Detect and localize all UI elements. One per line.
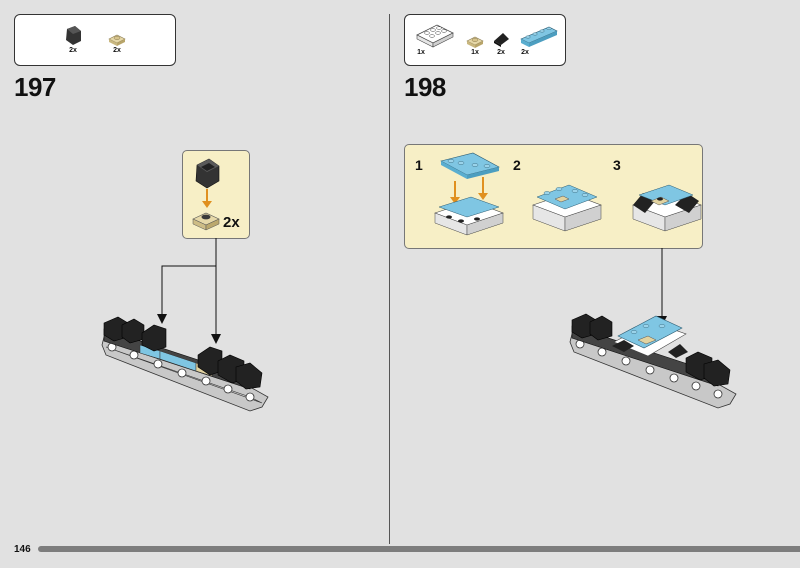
- part-qty: 2x: [497, 49, 505, 56]
- part-qty: 2x: [113, 47, 121, 54]
- tread-assembly-model: [569, 313, 737, 409]
- azure-plate-part-icon: [520, 26, 558, 47]
- part-qty: 2x: [69, 47, 77, 54]
- tread-assembly-model: [101, 316, 269, 412]
- tan-plate-part-icon: [108, 34, 126, 46]
- part-qty: 1x: [417, 49, 425, 56]
- page-progress-bar: [38, 546, 800, 552]
- part-qty: 2x: [521, 49, 529, 56]
- page-number: 146: [14, 544, 31, 555]
- orange-arrow-icon: [202, 189, 212, 208]
- parts-list-step-198: 1x 1x 2x 2x: [404, 14, 566, 66]
- multiplier-label: 2x: [223, 214, 240, 231]
- parts-list-step-197: 2x 2x: [14, 14, 176, 66]
- substep-3-illustration: [632, 184, 702, 232]
- dark-panel-part-icon: [66, 26, 81, 45]
- dark-panel-icon: [195, 158, 220, 189]
- substep-number: 1: [415, 157, 423, 173]
- sub-assembly-callout: 2x: [182, 150, 250, 239]
- page-divider: [389, 14, 390, 544]
- black-slope-part-icon: [494, 33, 509, 47]
- tan-plate-icon: [192, 212, 220, 231]
- white-plate-part-icon: [416, 24, 454, 48]
- substep-1-illustration: [434, 152, 504, 236]
- tan-plate-part-icon: [466, 36, 484, 48]
- step-number: 197: [14, 72, 56, 102]
- sub-assembly-callout: 1 2 3: [404, 144, 703, 249]
- step-number: 198: [404, 72, 446, 102]
- part-qty: 1x: [471, 49, 479, 56]
- substep-number: 2: [513, 157, 521, 173]
- substep-number: 3: [613, 157, 621, 173]
- substep-2-illustration: [532, 184, 602, 232]
